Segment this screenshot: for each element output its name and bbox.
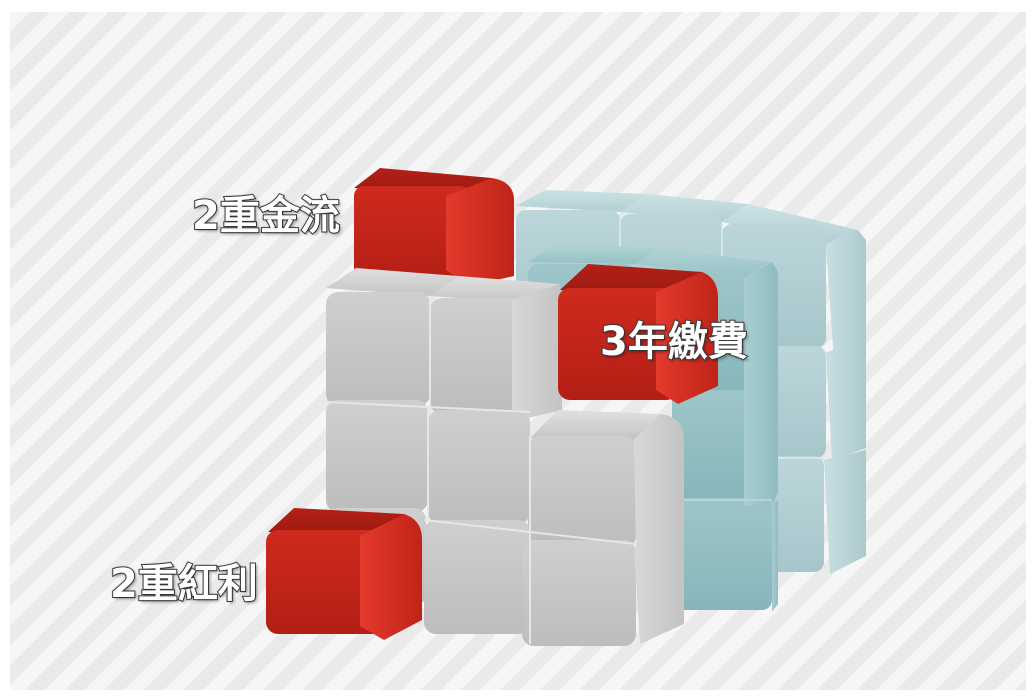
red-cube-top [354, 168, 514, 286]
red-cube-bottom [266, 508, 422, 640]
label-dual-cashflow: 2重金流 [191, 193, 341, 239]
label-three-year-payment: 3年繳費 [599, 319, 749, 365]
red-cube-middle [558, 264, 718, 404]
label-dual-dividend: 2重紅利 [109, 561, 259, 607]
